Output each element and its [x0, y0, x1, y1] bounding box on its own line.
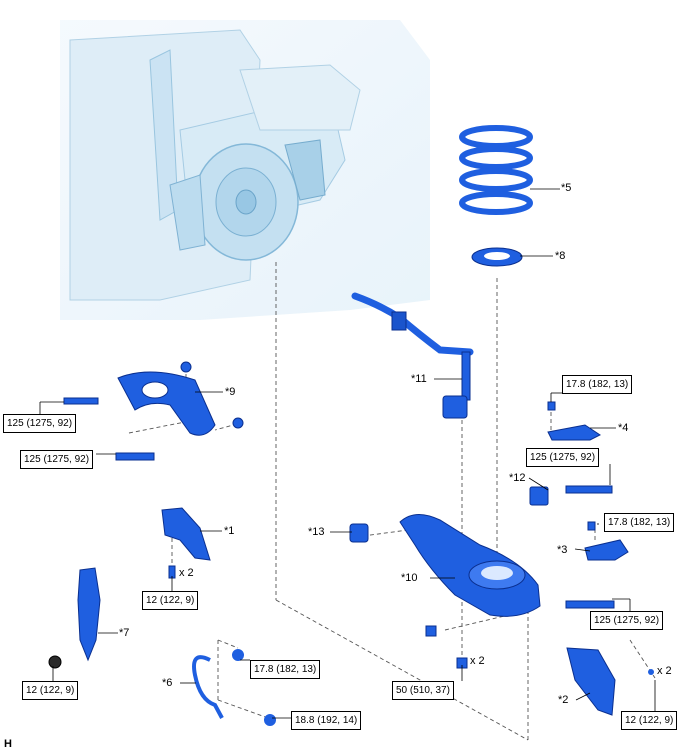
torque-part-7: 12 (122, 9): [22, 681, 79, 700]
callout-part-7: *7: [119, 627, 130, 639]
stabilizer-bar: [351, 292, 474, 356]
dashed-leader-lines: [85, 262, 656, 741]
callout-part-10: *10: [401, 572, 418, 584]
torque-upper-arm-front: 125 (1275, 92): [3, 414, 77, 433]
torque-part-3: 17.8 (182, 13): [604, 513, 675, 532]
cover-part-2: [566, 647, 654, 716]
spring-insulator: [471, 247, 523, 267]
label-leaders: [39, 188, 656, 719]
torque-part-4: 17.8 (182, 13): [562, 375, 633, 394]
brake-disc-ghost: [169, 139, 326, 261]
bracket-part-1: [161, 507, 211, 579]
quantity-part-2: x 2: [657, 665, 672, 677]
torque-part-6-bottom: 18.8 (192, 14): [291, 711, 362, 730]
torque-lower-arm: 125 (1275, 92): [590, 611, 664, 630]
torque-upper-arm-rear: 125 (1275, 92): [20, 450, 94, 469]
coil-spring: [459, 125, 533, 215]
callout-part-2: *2: [558, 694, 569, 706]
quantity-stabilizer-link: x 2: [470, 655, 485, 667]
callout-part-3: *3: [557, 544, 568, 556]
callout-part-4: *4: [618, 422, 629, 434]
callout-part-11: *11: [411, 373, 427, 385]
torque-stabilizer-link: 50 (510, 37): [392, 681, 454, 700]
torque-part-1: 12 (122, 9): [142, 591, 199, 610]
bracket-part-4: [547, 401, 601, 441]
nut-part-13: [349, 523, 369, 543]
torque-part-2: 12 (122, 9): [621, 711, 678, 730]
callout-part-9: *9: [225, 386, 236, 398]
quantity-part-1: x 2: [179, 567, 194, 579]
lower-control-arm: [399, 514, 615, 669]
bracket-part-7: [48, 567, 101, 669]
callout-part-12: *12: [509, 472, 526, 484]
callout-part-8: *8: [555, 250, 566, 262]
stabilizer-link: [442, 351, 471, 419]
torque-part-6-top: 17.8 (182, 13): [250, 660, 321, 679]
sensor-wire-part-6: [192, 649, 276, 726]
bolt-part-12: [529, 485, 613, 506]
callout-part-6: *6: [162, 677, 173, 689]
callout-part-5: *5: [561, 182, 572, 194]
corner-mark: H: [4, 738, 12, 750]
torque-part-12: 125 (1275, 92): [526, 448, 600, 467]
callout-part-13: *13: [308, 526, 325, 538]
upper-control-arm: [63, 361, 244, 461]
bracket-part-3: [584, 521, 629, 561]
callout-part-1: *1: [224, 525, 235, 537]
